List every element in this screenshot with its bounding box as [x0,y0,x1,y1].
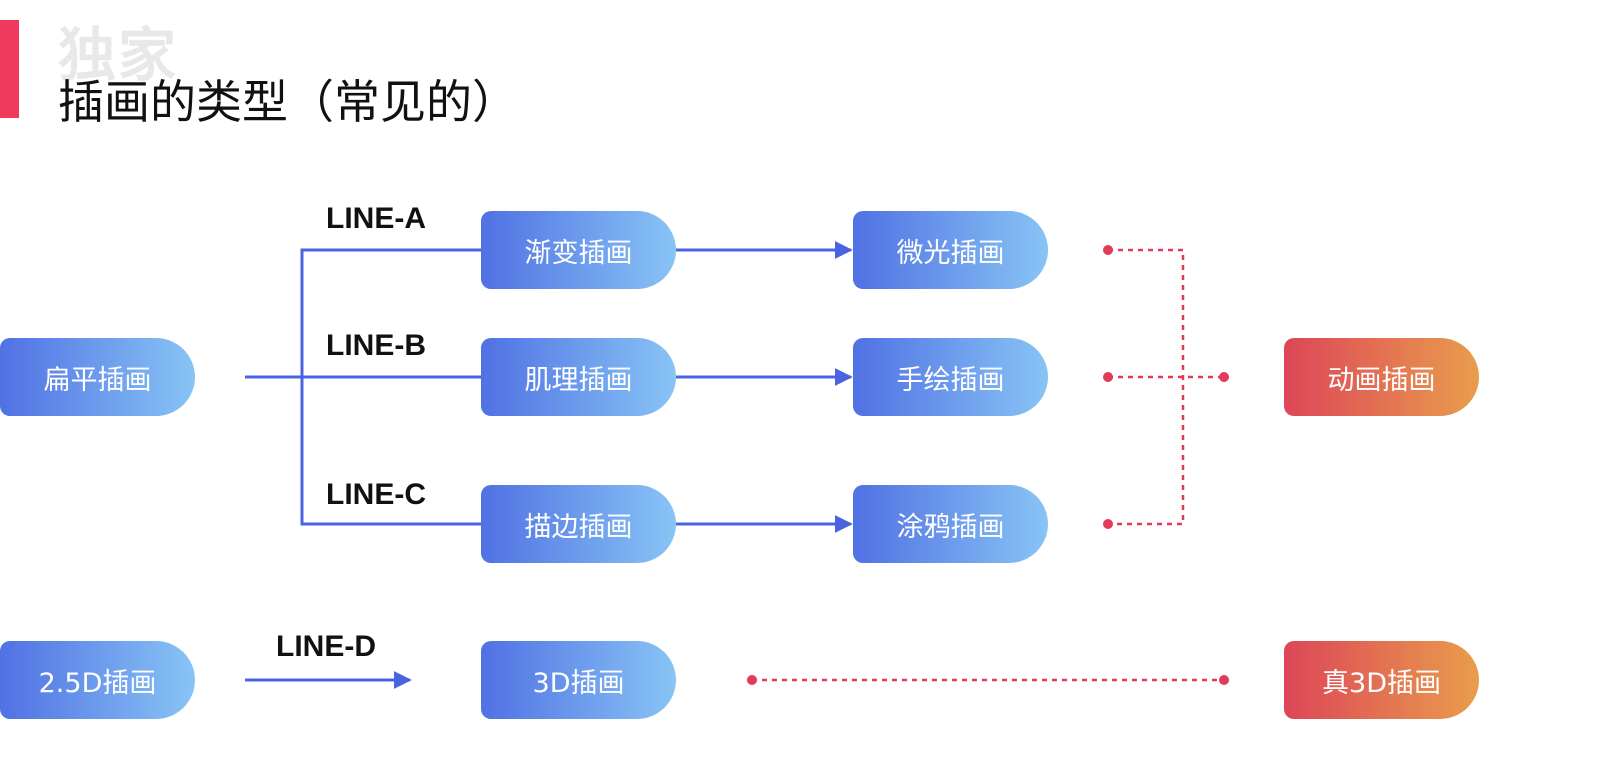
accent-bar [0,20,19,118]
node-2-5d: 2.5D插画 [0,641,195,719]
node-outline: 描边插画 [481,485,676,563]
node-real-3d: 真3D插画 [1284,641,1479,719]
node-texture: 肌理插画 [481,338,676,416]
node-gradient: 渐变插画 [481,211,676,289]
line-label-d: LINE-D [276,630,376,663]
dot-animation [1219,372,1229,382]
line-label-c: LINE-C [326,478,426,511]
dot-3d [747,675,757,685]
watermark-text: 独家 [58,21,179,89]
node-glow: 微光插画 [853,211,1048,289]
dot-graffiti [1103,519,1113,529]
dot-glow [1103,245,1113,255]
connector-branch-a [300,248,492,526]
page-title: 插画的类型（常见的） [58,75,518,129]
node-handdrawn: 手绘插画 [853,338,1048,416]
dot-handdrawn [1103,372,1113,382]
node-animation: 动画插画 [1284,338,1479,416]
dotted-bracket [1108,248,1185,526]
dot-real3d [1219,675,1229,685]
node-flat: 扁平插画 [0,338,195,416]
node-3d: 3D插画 [481,641,676,719]
node-graffiti: 涂鸦插画 [853,485,1048,563]
line-label-a: LINE-A [326,202,426,235]
line-label-b: LINE-B [326,329,426,362]
